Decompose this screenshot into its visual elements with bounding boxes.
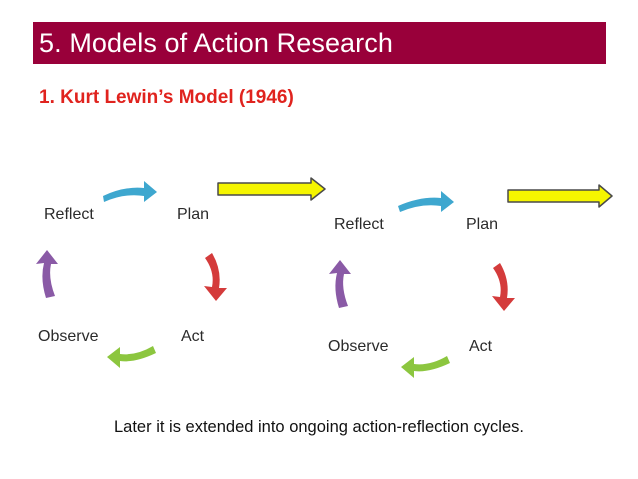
cycle-2-reflect-to-plan-arrow [398, 191, 454, 212]
slide-title: 5. Models of Action Research [39, 27, 393, 58]
continue-arrow-2 [507, 184, 613, 208]
cycle-1-act-to-observe-arrow [107, 346, 156, 368]
cycle-2-reflect-label: Reflect [334, 216, 384, 233]
cycle-2-act-to-observe-arrow [401, 356, 450, 378]
continue-arrows [217, 177, 613, 208]
cycle-1-act-label: Act [181, 328, 205, 345]
cycle-1-reflect-to-plan-arrow [103, 181, 157, 202]
continue-arrow-1 [217, 177, 326, 201]
cycle-1-plan-label: Plan [177, 206, 210, 223]
cycle-2-plan-to-act-arrow [492, 263, 515, 311]
cycle-2-plan-label: Plan [466, 216, 499, 233]
slide-title-bar: 5. Models of Action Research [33, 22, 606, 64]
model-subtitle: 1. Kurt Lewin’s Model (1946) [39, 87, 294, 108]
cycle-1-plan-to-act-arrow [204, 253, 227, 301]
cycle-2-arrows [329, 191, 515, 378]
cycle-1-observe-to-reflect-arrow [36, 250, 58, 298]
cycle-2-observe-to-reflect-arrow [329, 260, 351, 308]
cycle-1-arrows [36, 181, 227, 368]
caption-text: Later it is extended into ongoing action… [114, 418, 524, 436]
cycle-2-observe-label: Observe [328, 338, 389, 355]
cycle-1-reflect-label: Reflect [44, 206, 94, 223]
cycle-2-act-label: Act [469, 338, 493, 355]
cycle-1-observe-label: Observe [38, 328, 99, 345]
